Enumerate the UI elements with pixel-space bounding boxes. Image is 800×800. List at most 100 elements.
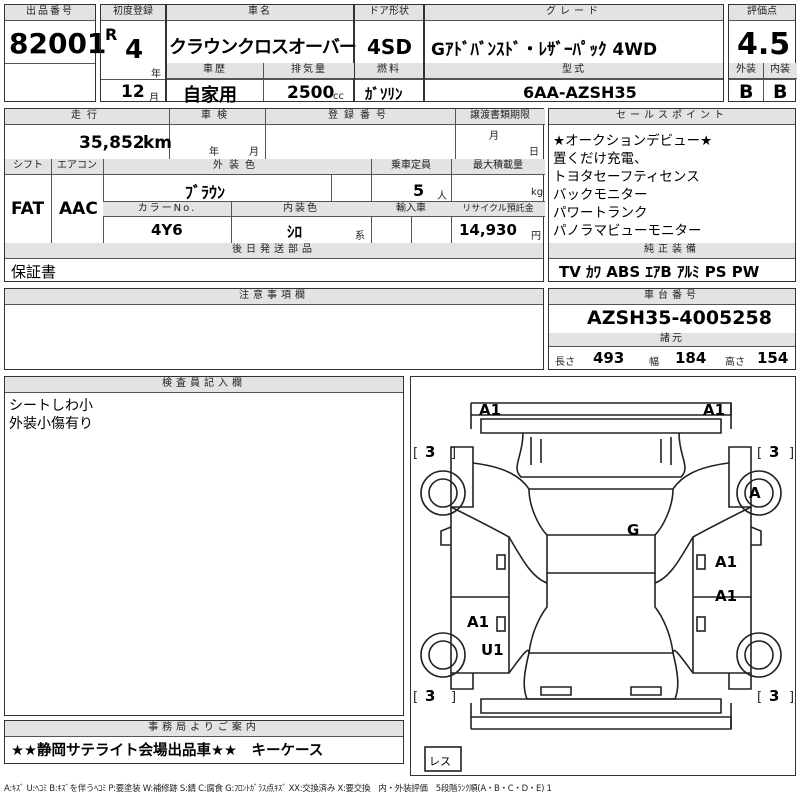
era: R (105, 25, 118, 44)
mark-left-rear: U1 (481, 641, 504, 659)
model: 6AA-AZSH35 (523, 83, 637, 102)
svg-text:[: [ (757, 446, 762, 461)
grade-label: グレード (425, 5, 723, 21)
exterior-grade: B (739, 81, 754, 103)
reg-month: 12 (121, 82, 145, 102)
inspector-note: 外装小傷有り (9, 416, 93, 432)
month-unit: 月 (149, 93, 159, 104)
color-no: 4Y6 (151, 221, 183, 239)
interior-color: ｼﾛ (287, 223, 303, 241)
length-label: 長さ (555, 357, 575, 368)
import-label: 輸入車 (371, 201, 451, 217)
door-label: ドア形状 (355, 5, 423, 21)
svg-text:]: ] (789, 446, 794, 461)
inspector-box: 検査員記入欄 シートしわ小 外装小傷有り (4, 376, 404, 716)
max-load-label: 最大積載量 (451, 159, 545, 175)
sales-point-item: ★オークションデビュー★ (553, 133, 713, 149)
reg-no-label: 登録番号 (265, 109, 455, 125)
first-reg-label: 初度登録 (101, 5, 165, 21)
capacity-unit: 人 (437, 191, 447, 202)
displacement-unit: cc (333, 91, 344, 102)
score-label: 評価点 (729, 5, 795, 21)
mark-front-right: A1 (703, 401, 725, 419)
interior-label: 内装 (763, 63, 797, 79)
transfer-label: 譲渡書類期限 (455, 109, 545, 125)
svg-text:[: [ (413, 446, 418, 461)
legend: A:ｷｽﾞ U:ﾍｺﾐ B:ｷｽﾞを伴うﾍｺﾐ P:要塗装 W:補修跡 S:錆 … (4, 784, 552, 794)
mark-tire-rr: 3 (769, 687, 779, 705)
score: 4.5 (737, 27, 791, 62)
recycle-unit: 円 (531, 231, 541, 242)
fuel: ｶﾞｿﾘﾝ (365, 85, 403, 103)
fuel-label: 燃料 (355, 63, 423, 79)
chassis-label: 車台番号 (549, 289, 795, 305)
history-label: 車歴 (167, 63, 263, 79)
capacity-label: 乗車定員 (371, 159, 451, 175)
shift-label: シフト (5, 159, 51, 175)
transfer-month-unit: 月 (489, 131, 499, 142)
model-label: 型式 (425, 63, 723, 79)
svg-text:]: ] (789, 690, 794, 705)
mark-front-left: A1 (479, 401, 501, 419)
later-parts-label: 後日発送部品 (5, 243, 543, 259)
details-box: 走行 車検 登録番号 譲渡書類期限 35,852 km 年 月 月 日 シフト … (4, 108, 545, 282)
reg-year: 4 (125, 35, 144, 65)
office-text: ★★静岡サテライト会場出品車★★ キーケース (11, 743, 324, 759)
score-box: 評価点 4.5 外装 内装 B B (728, 4, 797, 103)
sales-point-item: バックモニター (553, 187, 648, 203)
mark-left-door-rear: A1 (467, 613, 489, 631)
inspector-note: シートしわ小 (9, 398, 93, 414)
displacement-label: 排気量 (263, 63, 355, 79)
door-type: 4SD (367, 35, 412, 59)
interior-color-unit: 系 (355, 231, 365, 242)
displacement: 2500 (287, 83, 335, 103)
first-registration-box: 初度登録 R 4 年 12 月 (100, 4, 166, 104)
mark-tire-fr: 3 (769, 443, 779, 461)
exterior-label: 外装 (729, 63, 763, 79)
lot-number: 82001 (9, 27, 107, 60)
notes-label: 注意事項欄 (5, 289, 543, 305)
equipment-label: 純正装備 (549, 243, 795, 259)
ac-label: エアコン (51, 159, 103, 175)
car-diagram: [] [] [] [] A1 A1 3 3 A G A1 A1 A1 U1 3 … (413, 401, 794, 772)
sales-point-item: トヨタセーフティセンス (553, 169, 700, 185)
svg-text:[: [ (757, 690, 762, 705)
width-label: 幅 (649, 357, 659, 368)
mileage-unit: km (143, 133, 173, 153)
equipment: TV ｶﾜ ABS ｴｱB ｱﾙﾐ PS PW (559, 263, 760, 281)
recycle-fee: 14,930 (459, 221, 517, 239)
svg-text:]: ] (451, 690, 456, 705)
lot-number-label: 出品番号 (5, 5, 95, 21)
car-name-box: 車名 クラウンクロスオーバー 車歴 排気量 自家用 2500 cc (166, 4, 357, 106)
mark-tire-fl: 3 (425, 443, 435, 461)
inspector-label: 検査員記入欄 (5, 377, 403, 393)
color-label: 外装色 (103, 159, 371, 175)
chassis-number: AZSH35-4005258 (587, 307, 772, 329)
sales-point-item: 置くだけ充電、 (553, 151, 648, 167)
transfer-day-unit: 日 (529, 147, 539, 158)
car-diagram-box: [] [] [] [] A1 A1 3 3 A G A1 A1 A1 U1 3 … (410, 376, 796, 776)
interior-grade: B (773, 81, 788, 103)
mileage: 35,852 (79, 133, 145, 153)
mark-right-door-rear: A1 (715, 587, 737, 605)
sales-point-item: パノラマビューモニター (553, 223, 702, 239)
later-parts: 保証書 (11, 263, 57, 281)
max-load-unit: kg (531, 187, 544, 198)
grade-box: グレード Gｱﾄﾞﾊﾞﾝｽﾄﾞ・ﾚｻﾞｰﾊﾟｯｸ 4WD 型式 6AA-AZSH… (424, 4, 724, 102)
width: 184 (675, 349, 707, 367)
capacity: 5 (413, 181, 425, 200)
chassis-box: 車台番号 AZSH35-4005258 諸元 長さ 493 幅 184 高さ 1… (548, 288, 796, 370)
recycle-label: リサイクル預託金 (451, 201, 545, 217)
notes-box: 注意事項欄 (4, 288, 544, 370)
sales-points-label: セールスポイント (549, 109, 795, 125)
history: 自家用 (183, 85, 237, 106)
inspection-label: 車検 (169, 109, 265, 125)
svg-text:]: ] (451, 446, 456, 461)
door-box: ドア形状 4SD 燃料 ｶﾞｿﾘﾝ (354, 4, 424, 103)
sales-points-box: セールスポイント ★オークションデビュー★ 置くだけ充電、 トヨタセーフティセン… (548, 108, 796, 282)
lot-number-box: 出品番号 82001 (4, 4, 106, 102)
mileage-label: 走行 (5, 109, 169, 125)
mark-wheel-fr: A (749, 484, 761, 502)
shift: FAT (11, 199, 45, 219)
inspection-year-unit: 年 (209, 147, 219, 158)
